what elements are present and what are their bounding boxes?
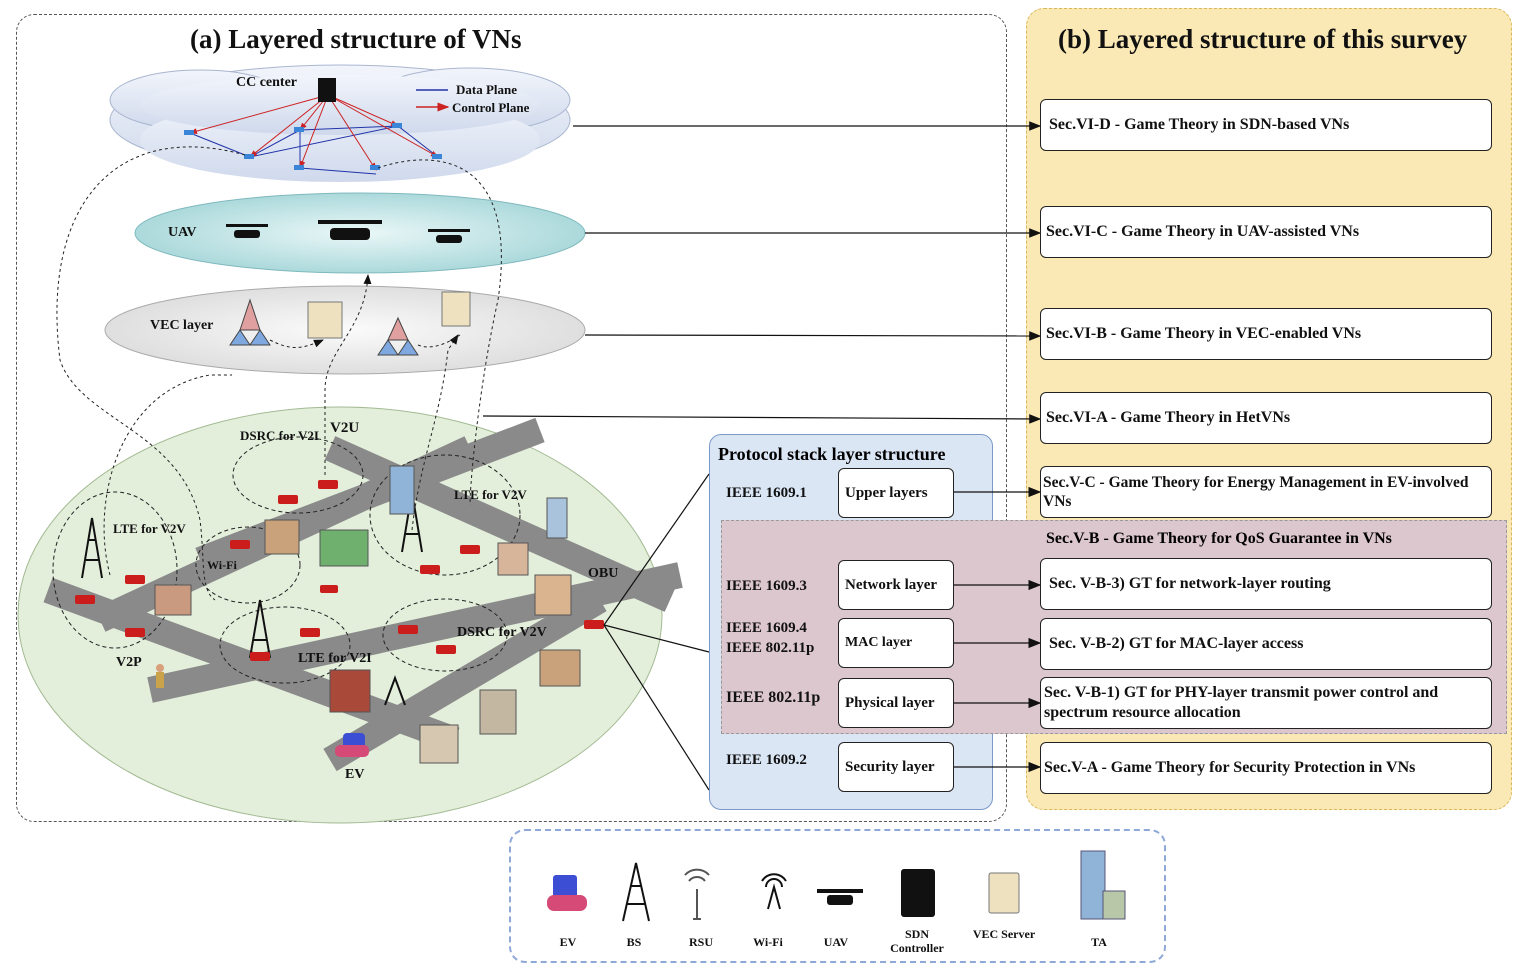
legend-bs-label: BS xyxy=(626,935,642,949)
security-layer-box: Security layer xyxy=(838,742,954,792)
cc-center-label: CC center xyxy=(236,75,298,90)
ieee-1609-4: IEEE 1609.4 xyxy=(726,620,807,636)
ev-charger-icon xyxy=(335,733,369,757)
sec-vi-b-box: Sec.VI-B - Game Theory in VEC-enabled VN… xyxy=(1040,308,1492,360)
drone-icon xyxy=(817,889,863,905)
panel-b-title: (b) Layered structure of this survey xyxy=(1058,24,1468,54)
sdn-network xyxy=(184,78,450,175)
ieee-1609-3: IEEE 1609.3 xyxy=(726,578,807,594)
control-plane-label: Control Plane xyxy=(452,100,530,115)
sec-v-b3-box: Sec. V-B-3) GT for network-layer routing xyxy=(1040,558,1492,610)
rsu-antenna-icon xyxy=(684,868,710,920)
lte-v2i-label: LTE for V2I xyxy=(298,651,372,666)
legend-vec-label: VEC Server xyxy=(972,927,1036,941)
v2u-label: V2U xyxy=(330,420,360,436)
legend-rsu-label: RSU xyxy=(688,935,713,949)
legend-sdn-label: SDN Controller xyxy=(890,927,944,956)
lte-v2v-right-label: LTE for V2V xyxy=(454,487,527,502)
mac-layer-box: MAC layer xyxy=(838,618,954,668)
server-beige-icon xyxy=(988,872,1020,914)
sec-v-c-box: Sec.V-C - Game Theory for Energy Managem… xyxy=(1040,466,1492,518)
inter-layer-links xyxy=(56,146,502,601)
wifi-icon xyxy=(761,873,787,910)
base-station-tower-icon xyxy=(622,862,650,922)
sec-v-b2-box: Sec. V-B-2) GT for MAC-layer access xyxy=(1040,618,1492,670)
panel-a-title: (a) Layered structure of VNs xyxy=(190,24,522,54)
sdn-controller-icon xyxy=(318,78,336,102)
wifi-label: Wi-Fi xyxy=(207,558,237,572)
sec-vi-a-box: Sec.VI-A - Game Theory in HetVNs xyxy=(1040,392,1492,444)
ieee-1609-2: IEEE 1609.2 xyxy=(726,752,807,768)
pedestrian-icon xyxy=(156,664,164,688)
legend-wifi-label: Wi-Fi xyxy=(753,935,783,949)
obu-label: OBU xyxy=(588,566,619,581)
drone-icon xyxy=(226,220,470,243)
legend-ev-label: EV xyxy=(559,935,577,949)
sec-v-b-label: Sec.V-B - Game Theory for QoS Guarantee … xyxy=(1046,530,1392,547)
building-icon xyxy=(1080,850,1126,920)
legend xyxy=(509,829,1166,963)
coverage-areas xyxy=(52,436,521,684)
ev-charger-icon xyxy=(547,875,587,911)
ieee-1609-1: IEEE 1609.1 xyxy=(726,485,807,501)
network-layer-box: Network layer xyxy=(838,560,954,610)
legend-uav-label: UAV xyxy=(823,935,849,949)
lte-v2v-left-label: LTE for V2V xyxy=(113,521,186,536)
vehicles xyxy=(75,480,604,661)
dsrc-v2v-label: DSRC for V2V xyxy=(457,625,547,640)
vec-icons xyxy=(229,291,471,356)
legend-icons xyxy=(547,850,1126,922)
sec-v-b1-box: Sec. V-B-1) GT for PHY-layer transmit po… xyxy=(1040,677,1492,729)
sec-vi-c-box: Sec.VI-C - Game Theory in UAV-assisted V… xyxy=(1040,206,1492,258)
legend-ta-label: TA xyxy=(1091,935,1107,949)
vn-panel xyxy=(16,14,1007,822)
vec-layer-label: VEC layer xyxy=(150,318,214,333)
section-arrows xyxy=(482,121,1042,791)
uav-label: UAV xyxy=(168,225,197,240)
base-station-tower-icon xyxy=(81,491,423,706)
ieee-802-11p-mac: IEEE 802.11p xyxy=(726,640,815,656)
upper-layers-box: Upper layers xyxy=(838,468,954,518)
sec-vi-d-box: Sec.VI-D - Game Theory in SDN-based VNs xyxy=(1040,99,1492,151)
server-black-icon xyxy=(901,869,935,917)
sec-v-a-box: Sec.V-A - Game Theory for Security Prote… xyxy=(1040,742,1492,794)
v2p-label: V2P xyxy=(116,655,142,670)
physical-layer-box: Physical layer xyxy=(838,678,954,728)
dsrc-v2i-label: DSRC for V2I xyxy=(240,428,319,443)
protocol-stack-title: Protocol stack layer structure xyxy=(718,444,946,464)
buildings xyxy=(154,465,581,764)
data-plane-label: Data Plane xyxy=(456,82,518,97)
ev-label: EV xyxy=(345,767,365,782)
ieee-802-11p-phy: IEEE 802.11p xyxy=(726,689,821,706)
